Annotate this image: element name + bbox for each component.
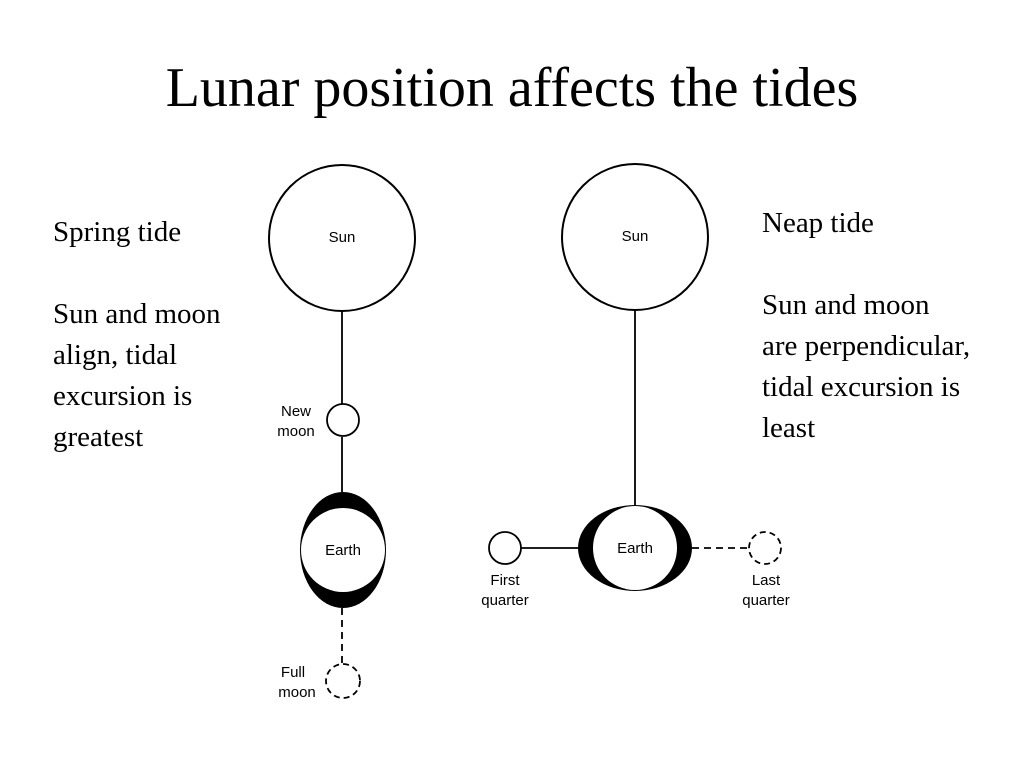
spring-sun-label: Sun — [329, 229, 356, 246]
neap-earth-label: Earth — [617, 540, 653, 557]
spring-earth-label: Earth — [325, 542, 361, 559]
full-moon-label-line: Full — [281, 664, 305, 681]
last-quarter-label-line: Last — [752, 572, 781, 589]
spring-description-line: Sun and moon — [53, 298, 221, 330]
new-moon-circle — [326, 403, 360, 437]
new-moon-label-line: New — [281, 403, 311, 420]
spring-description-line: excursion is — [53, 380, 193, 412]
neap-description-line: least — [762, 412, 816, 444]
first-quarter-label-line: First — [490, 572, 520, 589]
last-quarter-moon-circle — [748, 531, 782, 565]
first-quarter-moon-circle — [488, 531, 522, 565]
spring-description-line: greatest — [53, 421, 144, 453]
spring-sun-circle — [268, 164, 416, 312]
spring-earth-circle — [301, 508, 385, 592]
first-quarter-label-line: quarter — [481, 592, 529, 609]
neap-tide-heading: Neap tide — [762, 207, 874, 239]
neap-description-line: are perpendicular, — [762, 330, 971, 362]
neap-sun-circle — [561, 163, 709, 311]
neap-earth-circle — [593, 506, 677, 590]
new-moon-label-line: moon — [277, 423, 315, 440]
neap-tide-diagram: Sun Earth First quarter Last quarter — [481, 163, 790, 609]
neap-description-line: Sun and moon — [762, 289, 930, 321]
spring-tide-heading: Spring tide — [53, 216, 182, 248]
neap-description-line: tidal excursion is — [762, 371, 961, 403]
spring-tide-diagram: Sun New moon Earth Full moon — [268, 164, 416, 701]
full-moon-label-line: moon — [278, 684, 316, 701]
full-moon-circle — [325, 663, 361, 699]
last-quarter-label-line: quarter — [742, 592, 790, 609]
spring-tide-caption: Spring tide Sun and moon align, tidal ex… — [53, 212, 268, 458]
neap-sun-label: Sun — [622, 228, 649, 245]
slide-title: Lunar position affects the tides — [165, 57, 859, 119]
neap-tide-caption: Neap tide Sun and moon are perpendicular… — [762, 203, 1024, 449]
spring-description-line: align, tidal — [53, 339, 178, 371]
